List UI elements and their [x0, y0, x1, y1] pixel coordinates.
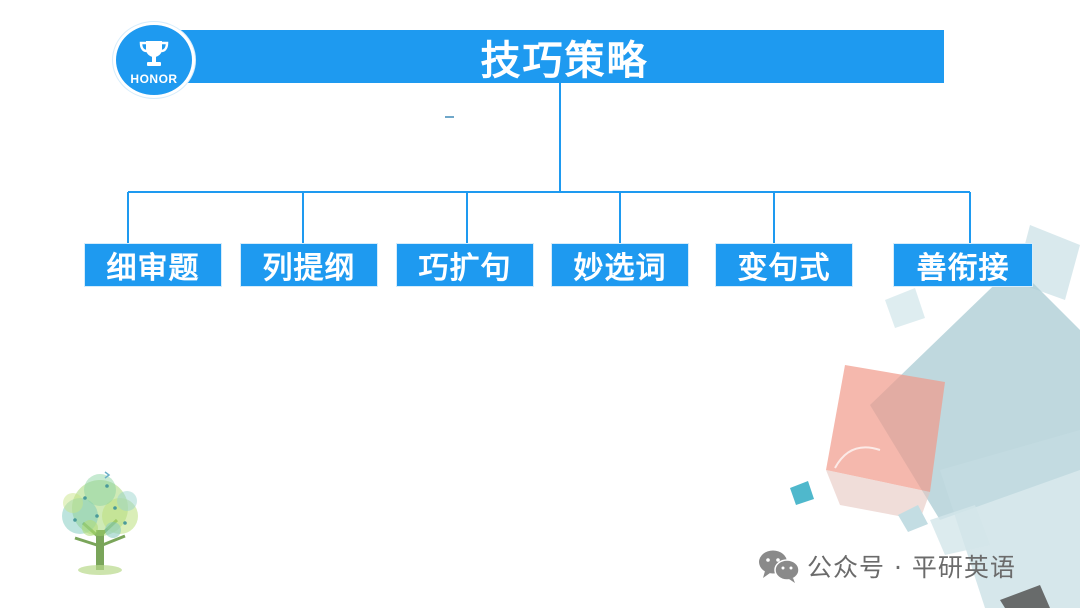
- watermark-text: 公众号 · 平研英语: [807, 553, 1016, 582]
- category-box-xianjie: 善衔接: [893, 243, 1033, 287]
- honor-label: HONOR: [130, 71, 178, 86]
- category-box-jushi: 变句式: [715, 243, 853, 287]
- tree-logo: [62, 471, 138, 575]
- category-box-xuanci: 妙选词: [551, 243, 689, 287]
- trophy-icon: [139, 40, 169, 66]
- category-label: 妙选词: [573, 251, 667, 286]
- category-box-tigang: 列提纲: [240, 243, 378, 287]
- category-label: 巧扩句: [418, 251, 512, 286]
- category-label: 变句式: [737, 251, 831, 286]
- divider-mark: [445, 116, 454, 118]
- category-label: 列提纲: [262, 251, 356, 286]
- page-title: 技巧策略: [480, 37, 649, 84]
- watermark: 公众号 · 平研英语: [757, 548, 1016, 584]
- category-label: 细审题: [106, 251, 200, 286]
- wechat-icon: [759, 550, 800, 583]
- title-bar: 技巧策略: [175, 30, 944, 84]
- category-box-kuoju: 巧扩句: [396, 243, 534, 287]
- honor-badge: HONOR: [113, 22, 195, 98]
- category-label: 善衔接: [916, 251, 1010, 286]
- category-box-shentai: 细审题: [84, 243, 222, 287]
